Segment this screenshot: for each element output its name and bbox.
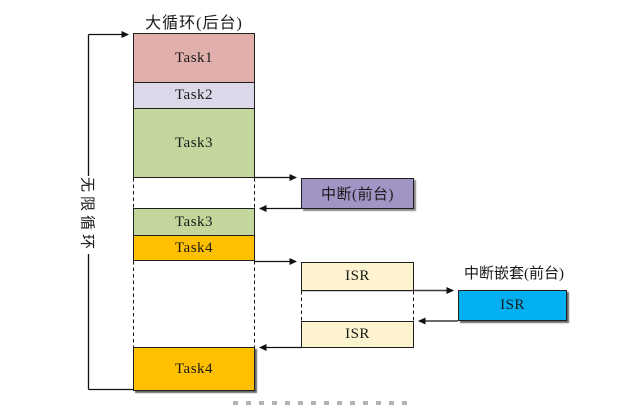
task-block-task3-first: Task3: [133, 108, 255, 178]
task-block-task2: Task2: [133, 82, 255, 109]
task-block-task4-first: Task4: [133, 235, 255, 261]
isr-block-bottom: ISR: [301, 321, 414, 348]
nested-interrupt-title: 中断嵌套(前台): [464, 266, 564, 282]
task-block-task3-second: Task3: [133, 208, 255, 236]
big-loop-title: 大循环(后台): [145, 15, 243, 32]
interrupt-foreground-block: 中断(前台): [301, 178, 414, 209]
caption-fragment: [233, 401, 407, 405]
nested-isr-block: ISR: [458, 290, 567, 321]
task-block-task4-second: Task4: [133, 347, 255, 391]
task-block-task1: Task1: [133, 33, 255, 83]
infinite-loop-label: 无限循环: [78, 176, 95, 254]
isr-block-top: ISR: [301, 262, 414, 291]
